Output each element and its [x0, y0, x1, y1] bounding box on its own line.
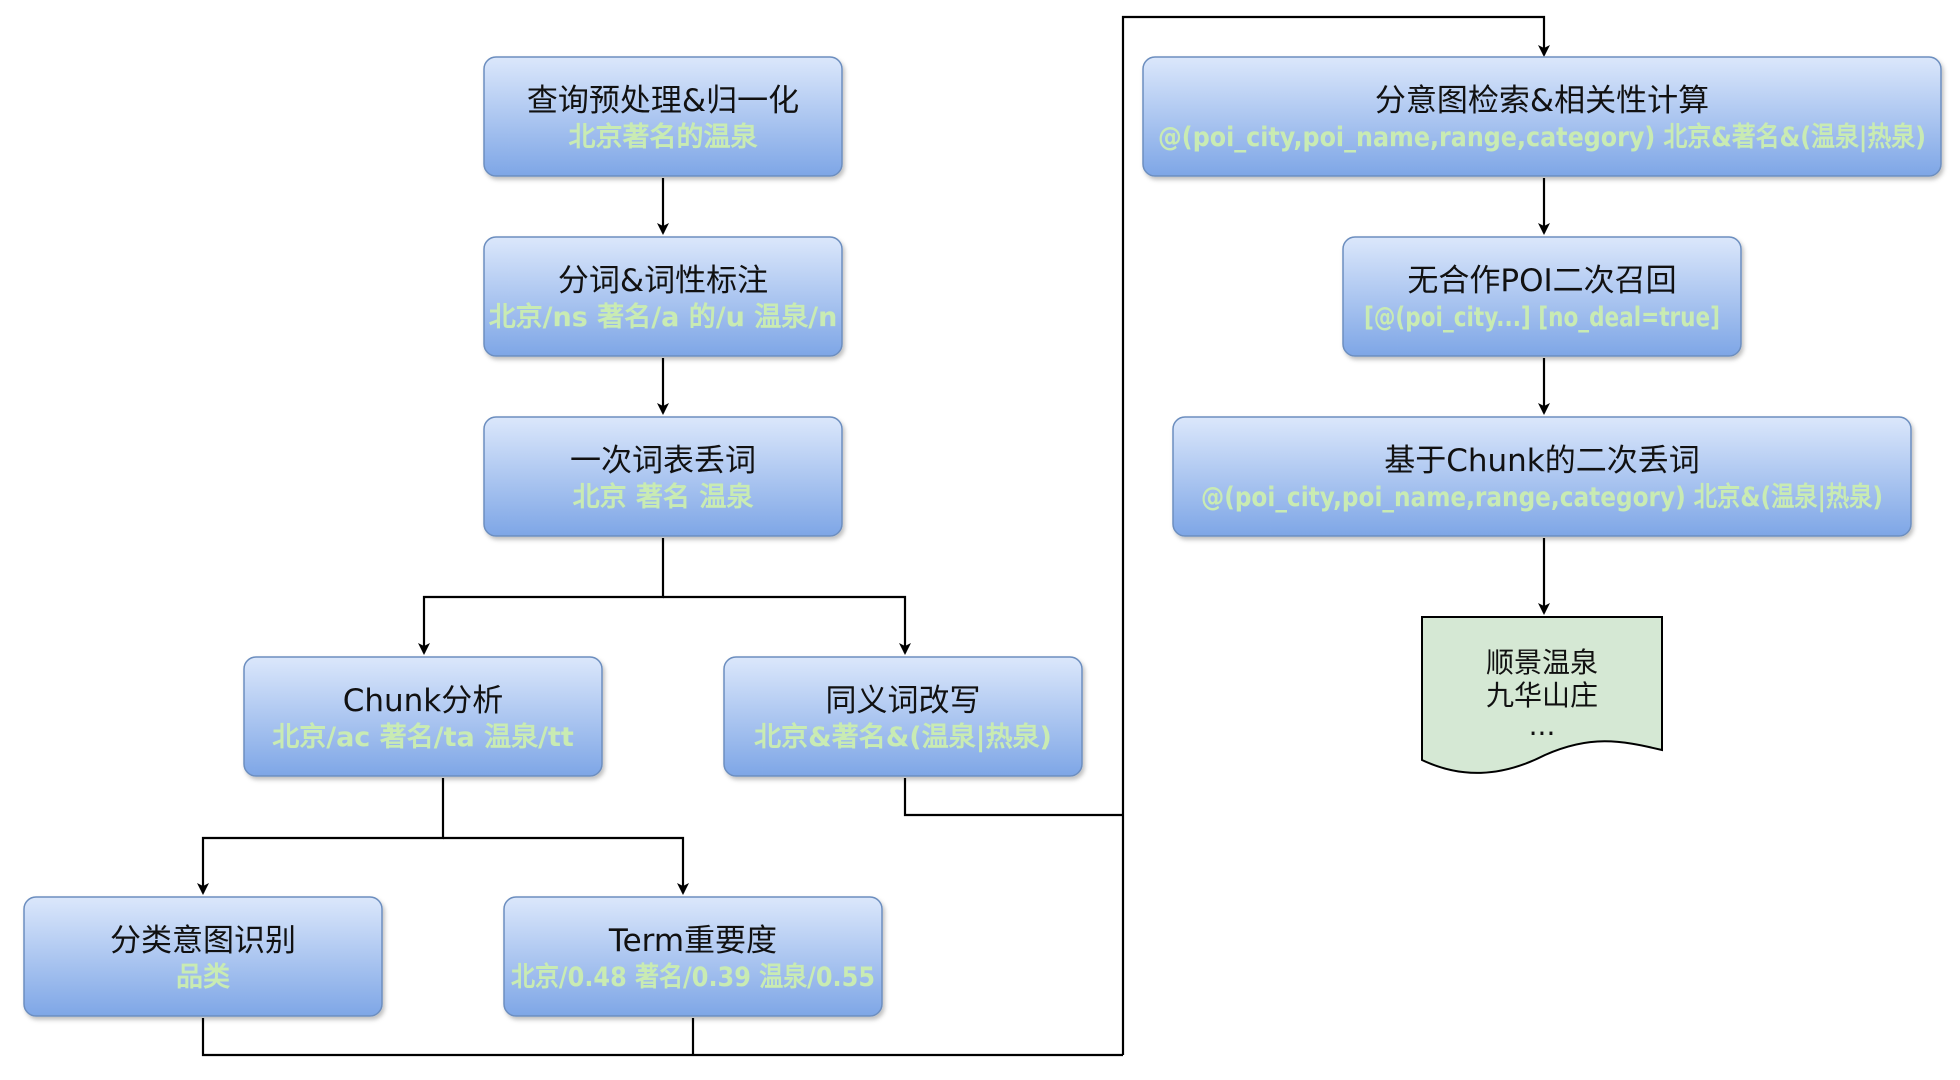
node-title: Term重要度: [608, 923, 777, 959]
node-subtitle: @(poi_city,poi_name,range,category) 北京&(…: [1201, 481, 1883, 513]
result-line-3: ...: [1529, 709, 1556, 742]
node-subtitle: 北京&著名&(温泉|热泉): [754, 721, 1052, 753]
result-line-2: 九华山庄: [1486, 679, 1598, 712]
node-subtitle: [@(poi_city...] [no_deal=true]: [1364, 302, 1720, 333]
edge-drop1-chunk: [418, 538, 665, 655]
node-subtitle: 北京 著名 温泉: [573, 481, 755, 513]
node-intent: 分类意图识别 品类: [23, 896, 383, 1017]
node-title: 一次词表丢词: [570, 443, 756, 479]
edge-merge-retrieve: [1121, 15, 1550, 1055]
node-title: Chunk分析: [343, 683, 504, 719]
node-chunk: Chunk分析 北京/ac 著名/ta 温泉/tt: [243, 656, 603, 777]
node-title: 同义词改写: [826, 683, 981, 719]
result-line-1: 顺景温泉: [1486, 646, 1598, 679]
node-title: 分意图检索&相关性计算: [1375, 83, 1709, 119]
node-subtitle: @(poi_city,poi_name,range,category) 北京&著…: [1158, 121, 1926, 153]
node-title: 无合作POI二次召回: [1407, 263, 1676, 299]
node-subtitle: 北京/ac 著名/ta 温泉/tt: [272, 721, 574, 753]
node-preprocess: 查询预处理&归一化 北京著名的温泉: [483, 56, 843, 177]
node-synonym: 同义词改写 北京&著名&(温泉|热泉): [723, 656, 1083, 777]
edge-chunk-term: [443, 836, 689, 895]
node-segment: 分词&词性标注 北京/ns 著名/a 的/u 温泉/n: [483, 236, 843, 357]
node-subtitle: 北京/ns 著名/a 的/u 温泉/n: [489, 301, 838, 333]
node-title: 基于Chunk的二次丢词: [1384, 443, 1700, 479]
node-drop2: 基于Chunk的二次丢词 @(poi_city,poi_name,range,c…: [1172, 416, 1912, 537]
edges: [197, 15, 1550, 1057]
node-subtitle: 品类: [176, 962, 230, 993]
node-drop1: 一次词表丢词 北京 著名 温泉: [483, 416, 843, 537]
node-title: 分类意图识别: [110, 923, 296, 959]
node-term: Term重要度 北京/0.48 著名/0.39 温泉/0.55: [503, 896, 883, 1017]
node-subtitle: 北京著名的温泉: [569, 121, 759, 153]
node-recall2: 无合作POI二次召回 [@(poi_city...] [no_deal=true…: [1342, 236, 1742, 357]
edge-drop1-synonym: [663, 595, 911, 655]
node-title: 分词&词性标注: [558, 263, 768, 299]
node-title: 查询预处理&归一化: [527, 83, 799, 119]
edge-chunk-intent: [197, 778, 445, 895]
node-retrieve: 分意图检索&相关性计算 @(poi_city,poi_name,range,ca…: [1142, 56, 1942, 177]
node-subtitle: 北京/0.48 著名/0.39 温泉/0.55: [511, 961, 875, 993]
result-document: 顺景温泉 九华山庄 ...: [1421, 616, 1663, 774]
edge-intent-merge: [201, 1018, 1123, 1057]
edge-synonym-merge: [903, 778, 1123, 817]
